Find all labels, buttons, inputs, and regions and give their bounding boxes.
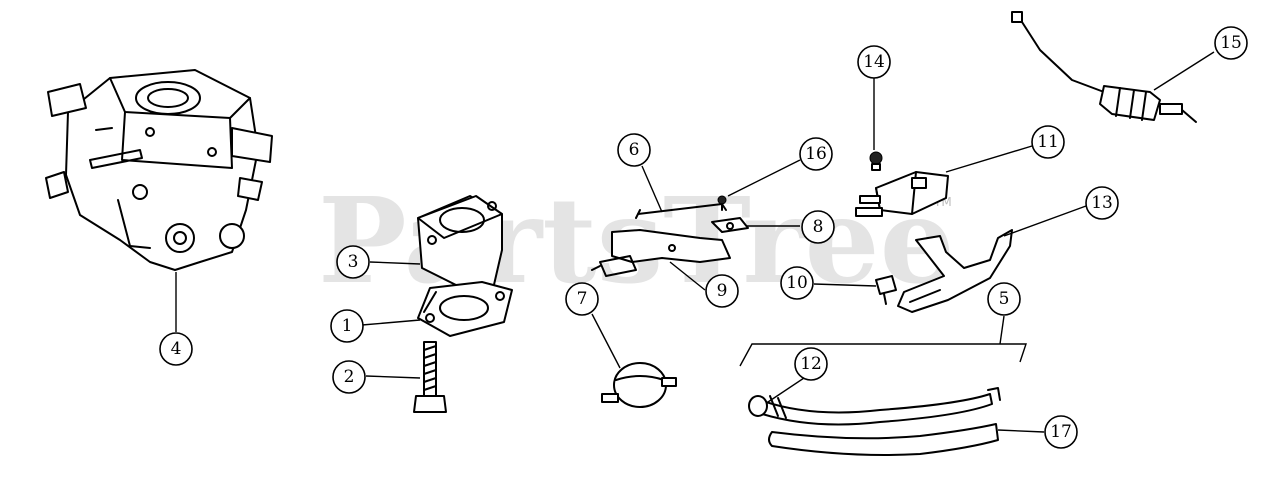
callout-7-label: 7 <box>577 289 588 309</box>
callout-16-label: 16 <box>805 144 827 164</box>
callout-10-label: 10 <box>786 273 808 293</box>
callout-7[interactable]: 7 <box>565 282 599 316</box>
leader-5 <box>999 315 1005 345</box>
bolt-part[interactable] <box>413 341 447 413</box>
leader-10 <box>813 283 877 287</box>
callout-4-label: 4 <box>171 339 182 359</box>
bolt-10-part[interactable] <box>875 275 897 305</box>
callout-15-label: 15 <box>1220 33 1242 53</box>
gasket-part[interactable] <box>417 281 513 337</box>
leader-17 <box>997 429 1045 433</box>
throttle-bracket-part[interactable] <box>591 229 731 277</box>
clip-part[interactable] <box>711 217 749 233</box>
leader-1 <box>361 319 421 326</box>
fuel-pump-part[interactable] <box>855 171 949 217</box>
leader-12 <box>767 377 805 403</box>
hose-12-part[interactable] <box>748 387 1001 426</box>
group-bracket-5 <box>739 343 1027 367</box>
carburetor-part[interactable] <box>45 69 273 271</box>
callout-12-label: 12 <box>800 354 822 374</box>
callout-4[interactable]: 4 <box>159 332 193 366</box>
callout-10[interactable]: 10 <box>780 266 814 300</box>
callout-6-label: 6 <box>629 140 640 160</box>
hose-17-part[interactable] <box>768 423 999 456</box>
callout-2-label: 2 <box>344 367 355 387</box>
leader-11 <box>945 145 1033 173</box>
mounting-bracket-part[interactable] <box>897 229 1013 313</box>
leader-6 <box>641 165 663 213</box>
callout-14-label: 14 <box>863 52 885 72</box>
callout-9[interactable]: 9 <box>705 274 739 308</box>
callout-6[interactable]: 6 <box>617 133 651 167</box>
callout-5-label: 5 <box>999 289 1010 309</box>
callout-3[interactable]: 3 <box>336 245 370 279</box>
callout-17[interactable]: 17 <box>1044 415 1078 449</box>
spacer-block-part[interactable] <box>417 195 503 303</box>
leader-13 <box>1003 205 1087 237</box>
screw-part[interactable] <box>717 195 727 211</box>
leader-2 <box>365 375 421 379</box>
callout-11[interactable]: 11 <box>1031 125 1065 159</box>
callout-5[interactable]: 5 <box>987 282 1021 316</box>
callout-9-label: 9 <box>717 281 728 301</box>
leader-7 <box>591 313 621 369</box>
callout-12[interactable]: 12 <box>794 347 828 381</box>
screw-14-part[interactable] <box>869 151 883 171</box>
callout-13[interactable]: 13 <box>1085 186 1119 220</box>
callout-8[interactable]: 8 <box>801 210 835 244</box>
callout-11-label: 11 <box>1037 132 1059 152</box>
leader-16 <box>727 159 801 197</box>
callout-16[interactable]: 16 <box>799 137 833 171</box>
leader-15 <box>1153 51 1215 91</box>
leader-9 <box>669 261 706 291</box>
callout-14[interactable]: 14 <box>857 45 891 79</box>
leader-3 <box>369 261 421 265</box>
callout-13-label: 13 <box>1091 193 1113 213</box>
fuel-filter-part[interactable] <box>601 362 677 408</box>
cable-part[interactable] <box>1011 11 1197 123</box>
callout-8-label: 8 <box>813 217 824 237</box>
callout-17-label: 17 <box>1050 422 1072 442</box>
callout-2[interactable]: 2 <box>332 360 366 394</box>
callout-1[interactable]: 1 <box>330 309 364 343</box>
callout-3-label: 3 <box>348 252 359 272</box>
callout-15[interactable]: 15 <box>1214 26 1248 60</box>
callout-1-label: 1 <box>342 316 353 336</box>
